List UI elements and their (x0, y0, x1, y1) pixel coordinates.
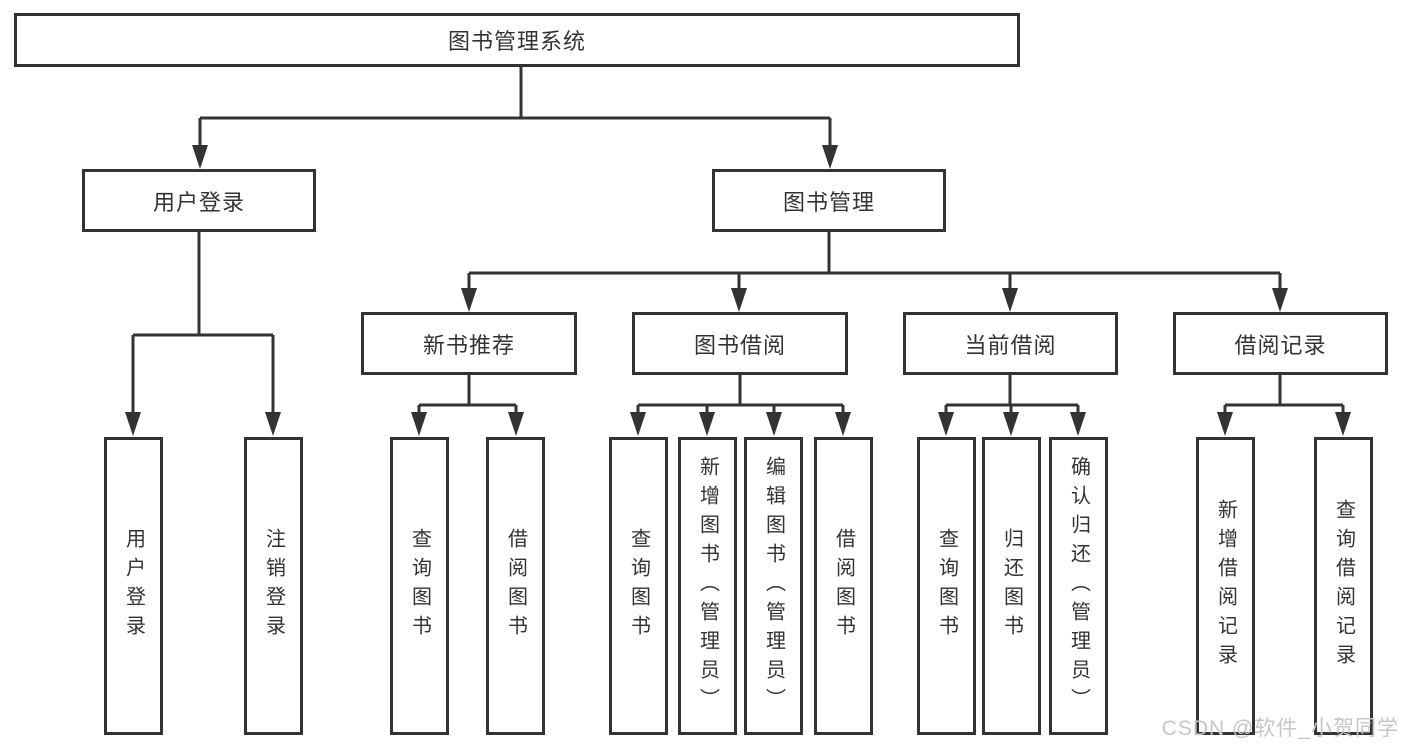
arrowhead (192, 145, 208, 169)
connector-current-borrow-to-leaves (938, 375, 1086, 436)
node-new-book-recommend-label: 新书推荐 (422, 332, 515, 358)
node-new-book-recommend: 新书推荐 (361, 312, 577, 375)
arrowhead (835, 412, 851, 436)
leaf-user-login-label: 用户登录 (122, 528, 145, 644)
node-borrow-records-label: 借阅记录 (1234, 332, 1327, 358)
leaf-logout-label: 注销登录 (262, 528, 285, 644)
node-root-label: 图书管理系统 (447, 29, 586, 54)
leaf-confirm-return-admin: 确认归还（管理员） (1049, 437, 1108, 735)
node-borrow-records: 借阅记录 (1173, 312, 1388, 375)
connector-book-management-to-level2 (461, 232, 1288, 312)
arrowhead (125, 412, 141, 436)
arrowhead (461, 288, 477, 312)
leaf-borrow-books-2-label: 借阅图书 (832, 528, 855, 644)
arrowhead (1070, 412, 1086, 436)
arrowhead (1335, 412, 1351, 436)
arrowhead (411, 412, 427, 436)
arrowhead (1272, 288, 1288, 312)
leaf-add-borrow-record: 新增借阅记录 (1196, 437, 1255, 735)
leaf-borrow-books-1-label: 借阅图书 (504, 528, 527, 644)
line (467, 232, 1282, 290)
leaf-add-books-admin: 新增图书（管理员） (678, 437, 737, 735)
leaf-return-books: 归还图书 (982, 437, 1041, 735)
node-current-borrow-label: 当前借阅 (964, 332, 1057, 358)
node-book-management-label: 图书管理 (782, 189, 875, 215)
leaf-edit-books-admin-label: 编辑图书（管理员） (762, 455, 785, 717)
node-root: 图书管理系统 (14, 13, 1020, 67)
leaf-query-books-2: 查询图书 (609, 437, 668, 735)
leaf-query-books-3: 查询图书 (917, 437, 976, 735)
arrowhead (1217, 412, 1233, 436)
connector-user-login-to-leaves (125, 232, 281, 436)
leaf-borrow-books-1: 借阅图书 (486, 437, 545, 735)
line (1223, 375, 1345, 414)
node-user-login-label: 用户登录 (152, 189, 245, 215)
leaf-query-books-3-label: 查询图书 (935, 528, 958, 644)
csdn-watermark: CSDN @软件_小贺同学 (1161, 717, 1399, 740)
node-current-borrow: 当前借阅 (903, 312, 1118, 375)
leaf-query-books-1: 查询图书 (390, 437, 449, 735)
connector-root-to-level1 (192, 67, 838, 169)
leaf-query-borrow-record: 查询借阅记录 (1314, 437, 1373, 735)
leaf-query-books-2-label: 查询图书 (627, 528, 650, 644)
node-book-management: 图书管理 (712, 169, 946, 232)
line (417, 375, 518, 414)
arrowhead (265, 412, 281, 436)
arrowhead (938, 412, 954, 436)
leaf-logout: 注销登录 (244, 437, 303, 735)
line (198, 67, 832, 148)
arrowhead (731, 288, 747, 312)
leaf-borrow-books-2: 借阅图书 (814, 437, 873, 735)
arrowhead (766, 412, 782, 436)
line (636, 375, 845, 414)
node-user-login: 用户登录 (82, 169, 316, 232)
arrowhead (699, 412, 715, 436)
connector-book-borrow-to-leaves (630, 375, 851, 436)
leaf-query-borrow-record-label: 查询借阅记录 (1332, 499, 1355, 673)
line (944, 375, 1080, 414)
arrowhead (508, 412, 524, 436)
leaf-return-books-label: 归还图书 (1000, 528, 1023, 644)
line (131, 232, 275, 414)
arrowhead (1002, 288, 1018, 312)
arrowhead (1003, 412, 1019, 436)
leaf-add-borrow-record-label: 新增借阅记录 (1214, 499, 1237, 673)
leaf-query-books-1-label: 查询图书 (408, 528, 431, 644)
arrowhead (630, 412, 646, 436)
leaf-edit-books-admin: 编辑图书（管理员） (744, 437, 803, 735)
connector-new-book-rec-to-leaves (411, 375, 524, 436)
leaf-confirm-return-admin-label: 确认归还（管理员） (1067, 455, 1090, 717)
connector-borrow-records-to-leaves (1217, 375, 1351, 436)
node-book-borrow: 图书借阅 (632, 312, 848, 375)
leaf-user-login: 用户登录 (104, 437, 163, 735)
node-book-borrow-label: 图书借阅 (693, 332, 786, 358)
arrowhead (822, 145, 838, 169)
leaf-add-books-admin-label: 新增图书（管理员） (696, 455, 719, 717)
